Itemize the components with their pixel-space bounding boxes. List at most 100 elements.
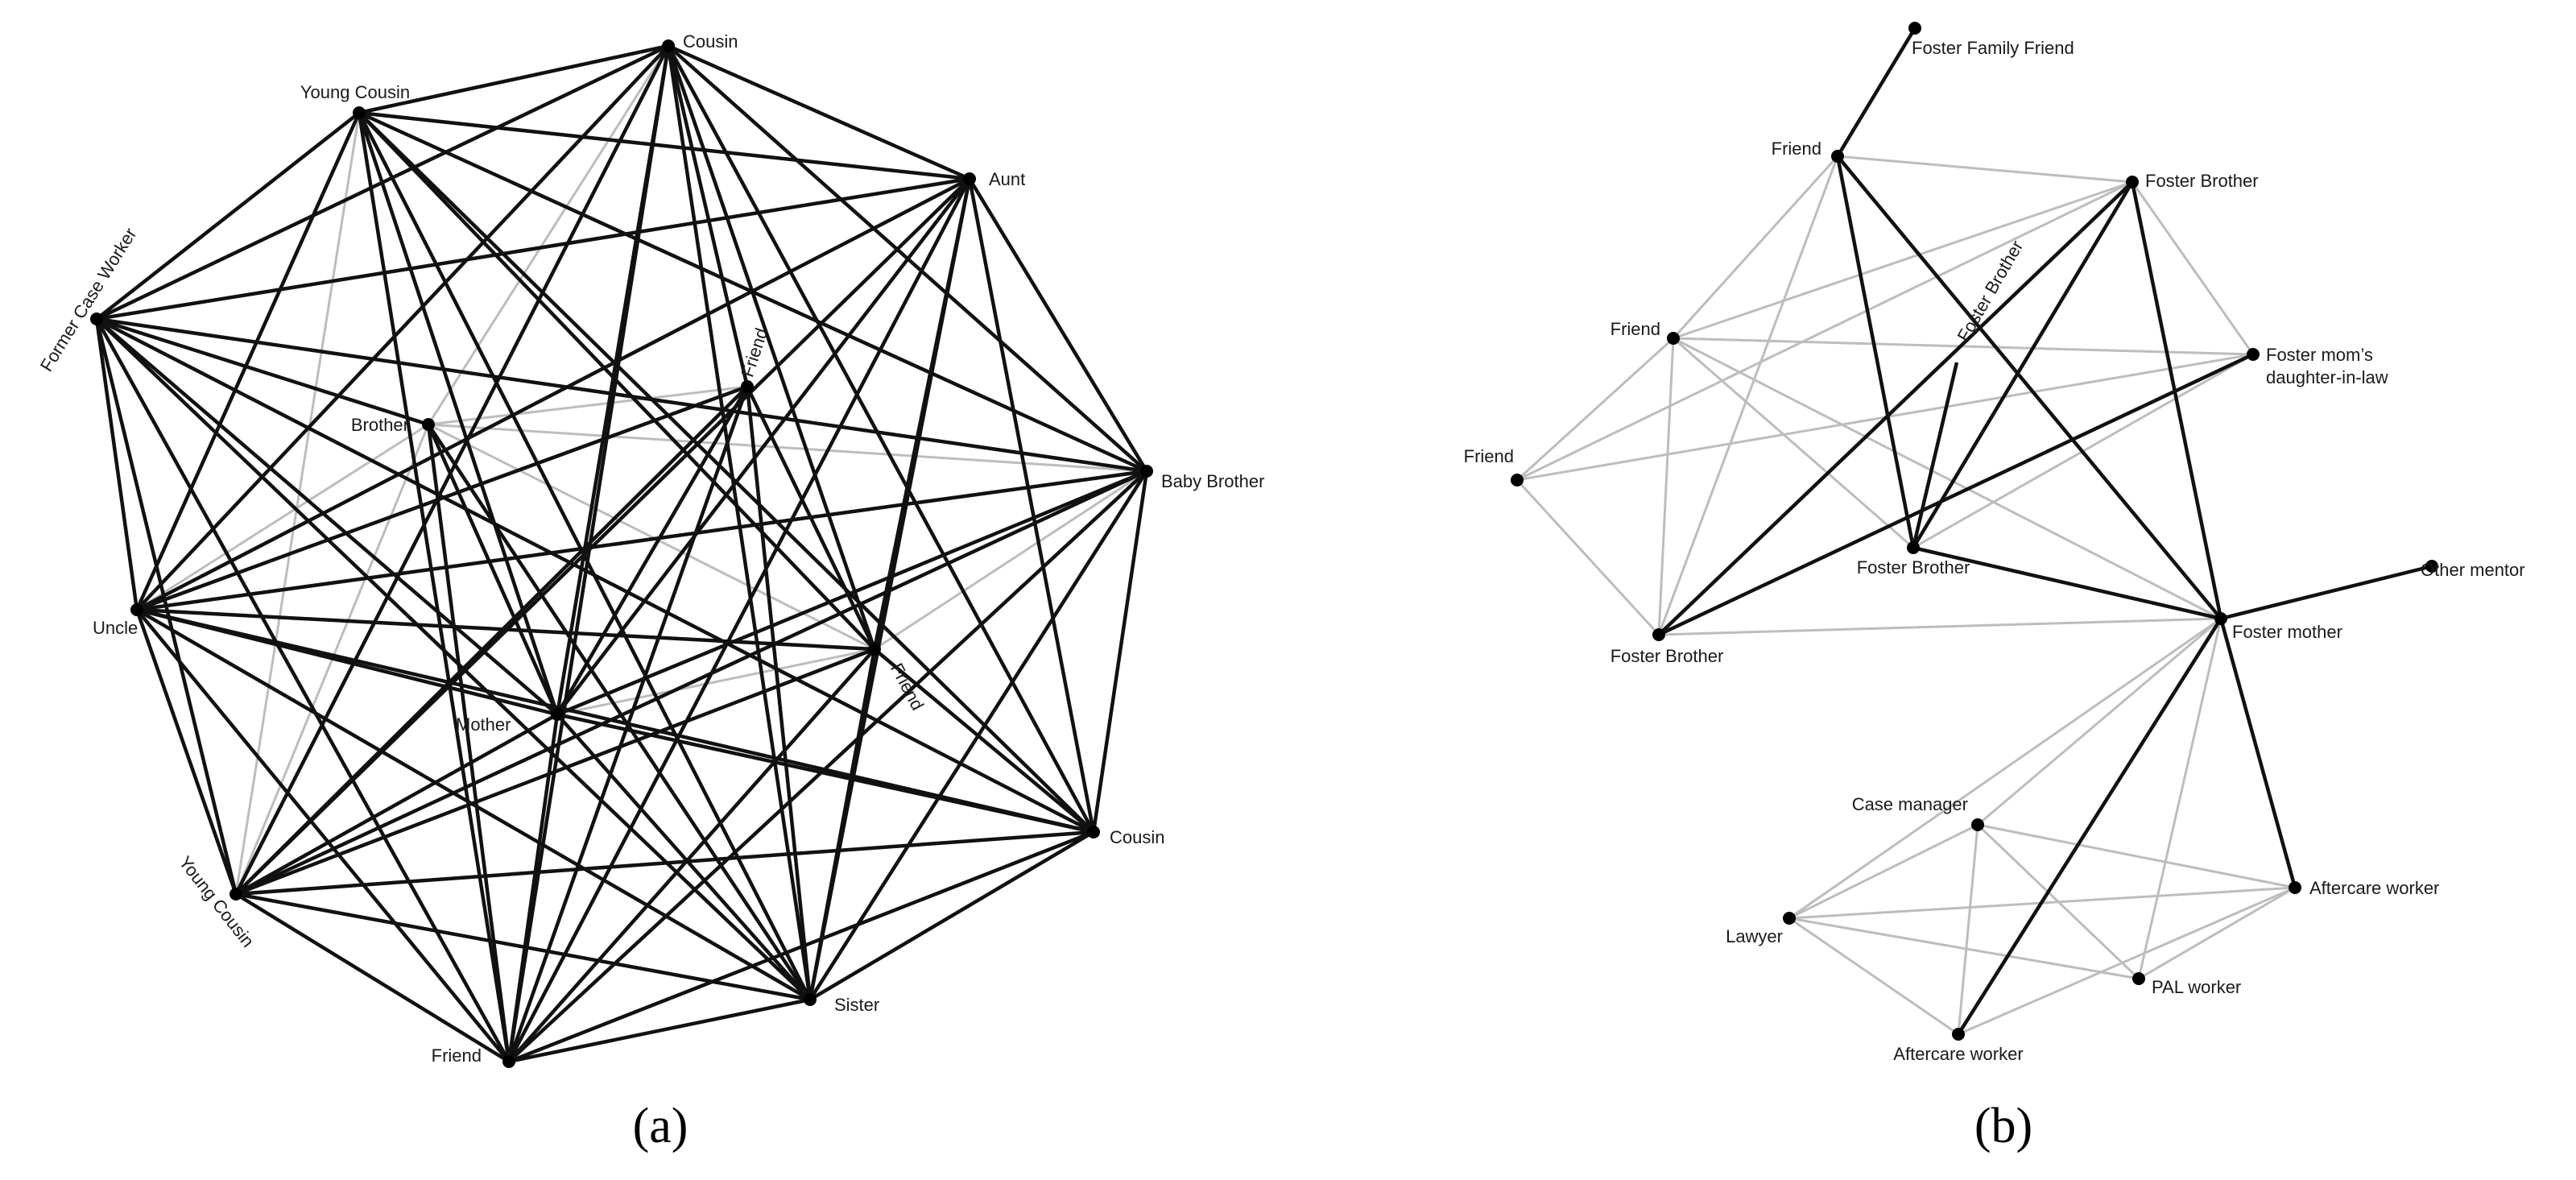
node-friend-mid (741, 380, 754, 393)
edge-sister-to-friend-bottom-strong (508, 997, 811, 1064)
edge-friend-top-to-foster-brother-bl-weak (1657, 155, 1839, 636)
edge-foster-brother-center-to-foster-mother-strong (1912, 545, 2222, 621)
edge-friend-right-to-mother-weak (556, 648, 875, 716)
edge-cousin-top-to-brother-weak (427, 45, 670, 425)
edge-former-case-worker-to-brother-strong (96, 317, 429, 427)
edge-case-manager-to-aftercare-worker-bottom-weak (1957, 824, 1979, 1035)
edge-friend-mid-to-foster-brother-bl-weak (1657, 337, 1675, 636)
edge-brother-to-baby-brother-weak (428, 423, 1147, 473)
edge-brother-to-uncle-weak (136, 423, 429, 611)
node-former-case-worker (90, 313, 103, 325)
edge-aftercare-worker-bottom-to-aftercare-worker-right-weak (1958, 886, 2296, 1036)
edge-friend-mid-to-mother-strong (556, 385, 749, 716)
edge-foster-brother-bl-to-foster-mother-weak (1658, 617, 2222, 636)
edge-cousin-top-to-young-cousin-bottom-strong (234, 44, 671, 896)
node-aunt (963, 172, 976, 185)
edge-foster-brother-tr-to-friend-mid-weak (1673, 180, 2133, 340)
node-aftercare-worker-bottom (1952, 1028, 1965, 1041)
edge-lawyer-to-pal-worker-weak (1788, 917, 2140, 980)
edge-friend-mid-to-foster-brother-center-weak (1673, 337, 1914, 549)
edge-former-case-worker-to-cousin-right-strong (95, 317, 1095, 834)
edge-uncle-to-friend-right-strong (136, 607, 875, 652)
edge-cousin-right-to-friend-bottom-strong (508, 830, 1094, 1064)
node-label-other-mentor: Other mentor (2421, 560, 2525, 580)
edge-friend-right-to-sister-strong (808, 648, 877, 1000)
node-brother (422, 418, 435, 431)
edge-mother-to-sister-strong (556, 713, 812, 1001)
edge-young-cousin-bottom-to-sister-strong (235, 892, 811, 1002)
edge-young-cousin-top-to-former-case-worker-strong (95, 111, 361, 321)
edge-foster-brother-diag-to-foster-brother-center-strong (1911, 362, 1959, 549)
node-foster-brother-center (1907, 541, 1920, 554)
node-other-mentor (2425, 560, 2438, 573)
edge-friend-right-to-friend-bottom-strong (507, 648, 876, 1063)
edge-aunt-to-cousin-right-strong (967, 178, 1096, 833)
node-label-cousin-right: Cousin (1110, 827, 1164, 847)
edge-case-manager-to-aftercare-worker-right-weak (1977, 823, 2296, 889)
node-label-foster-family-friend: Foster Family Friend (1912, 38, 2074, 58)
panel-a-caption: (a) (633, 1099, 688, 1153)
node-label-foster-brother-center: Foster Brother (1857, 557, 1970, 578)
edge-brother-to-friend-bottom-strong (426, 424, 511, 1062)
edge-cousin-right-to-young-cousin-bottom-strong (235, 830, 1094, 896)
edge-foster-mother-to-aftercare-worker-right-strong (2218, 618, 2297, 888)
node-mother (551, 708, 564, 721)
edge-cousin-top-to-cousin-right-strong (667, 44, 1095, 834)
edge-friend-mid-to-friend-left-weak (1515, 337, 1675, 482)
edge-mother-to-young-cousin-bottom-strong (234, 713, 559, 896)
edge-friend-top-to-foster-mother-strong (1836, 155, 2222, 620)
edge-former-case-worker-to-mother-strong (95, 317, 559, 716)
edge-aunt-to-friend-right-strong (872, 178, 972, 650)
edge-former-case-worker-to-baby-brother-strong (96, 317, 1147, 474)
edge-aunt-to-baby-brother-strong (968, 177, 1148, 473)
node-label-foster-mother: Foster mother (2232, 622, 2342, 642)
edge-aunt-to-uncle-strong (135, 177, 971, 611)
node-uncle (130, 603, 143, 616)
node-label-young-cousin-top: Young Cousin (300, 82, 410, 102)
edge-young-cousin-top-to-young-cousin-bottom-weak (234, 112, 361, 895)
panel-a-nodes (90, 39, 1153, 1068)
edge-foster-brother-tr-to-foster-moms-dil-weak (2131, 181, 2255, 355)
edge-baby-brother-to-friend-right-weak (874, 470, 1147, 651)
edge-former-case-worker-to-friend-bottom-strong (95, 317, 511, 1063)
edge-friend-mid-to-brother-weak (428, 385, 748, 426)
node-foster-moms-dil (2247, 348, 2260, 361)
edge-lawyer-to-aftercare-worker-bottom-weak (1788, 917, 1959, 1036)
edge-friend-left-to-foster-brother-bl-weak (1515, 478, 1660, 636)
node-label-aftercare-worker-right: Aftercare worker (2309, 878, 2439, 898)
edge-baby-brother-to-young-cousin-bottom-strong (235, 469, 1147, 896)
edge-aunt-to-friend-bottom-strong (507, 177, 971, 1063)
edge-foster-brother-tr-to-foster-brother-center-strong (1912, 180, 2134, 549)
node-friend-mid (1667, 332, 1680, 345)
node-label-friend-top: Friend (1772, 139, 1821, 159)
edge-brother-to-mother-strong (426, 424, 560, 715)
edge-pal-worker-to-aftercare-worker-right-weak (2138, 886, 2296, 980)
edge-young-cousin-top-to-friend-right-strong (358, 111, 876, 651)
node-aftercare-worker-right (2289, 881, 2301, 894)
edge-foster-brother-tr-to-foster-mother-strong (2130, 181, 2223, 619)
edge-uncle-to-friend-bottom-strong (135, 608, 511, 1063)
node-label-foster-brother-tr: Foster Brother (2145, 171, 2259, 191)
edge-friend-right-to-cousin-right-strong (873, 648, 1095, 834)
node-baby-brother (1140, 465, 1153, 478)
edge-uncle-to-young-cousin-bottom-strong (134, 609, 238, 895)
edge-young-cousin-top-to-cousin-right-strong (358, 111, 1095, 834)
edge-friend-mid-to-sister-strong (745, 386, 812, 1000)
node-label-friend-bottom: Friend (432, 1045, 482, 1066)
node-foster-brother-tr (2126, 176, 2139, 188)
node-young-cousin-top (353, 106, 366, 119)
edge-cousin-top-to-friend-right-strong (666, 45, 877, 650)
edge-friend-top-to-foster-family-friend-strong (1836, 27, 1916, 158)
edge-foster-mother-to-other-mentor-strong (2220, 564, 2433, 621)
node-cousin-top (662, 39, 675, 52)
edge-friend-top-to-friend-mid-weak (1672, 155, 1839, 340)
node-cousin-right (1087, 826, 1100, 838)
edge-friend-top-to-foster-brother-center-strong (1835, 155, 1916, 549)
edge-cousin-top-to-aunt-strong (668, 43, 970, 181)
node-lawyer (1783, 912, 1796, 925)
edge-young-cousin-top-to-uncle-strong (134, 112, 362, 611)
node-label-brother: Brother (351, 415, 409, 435)
node-label-friend-mid: Friend (1611, 319, 1660, 339)
edge-brother-to-sister-strong (427, 423, 812, 1001)
